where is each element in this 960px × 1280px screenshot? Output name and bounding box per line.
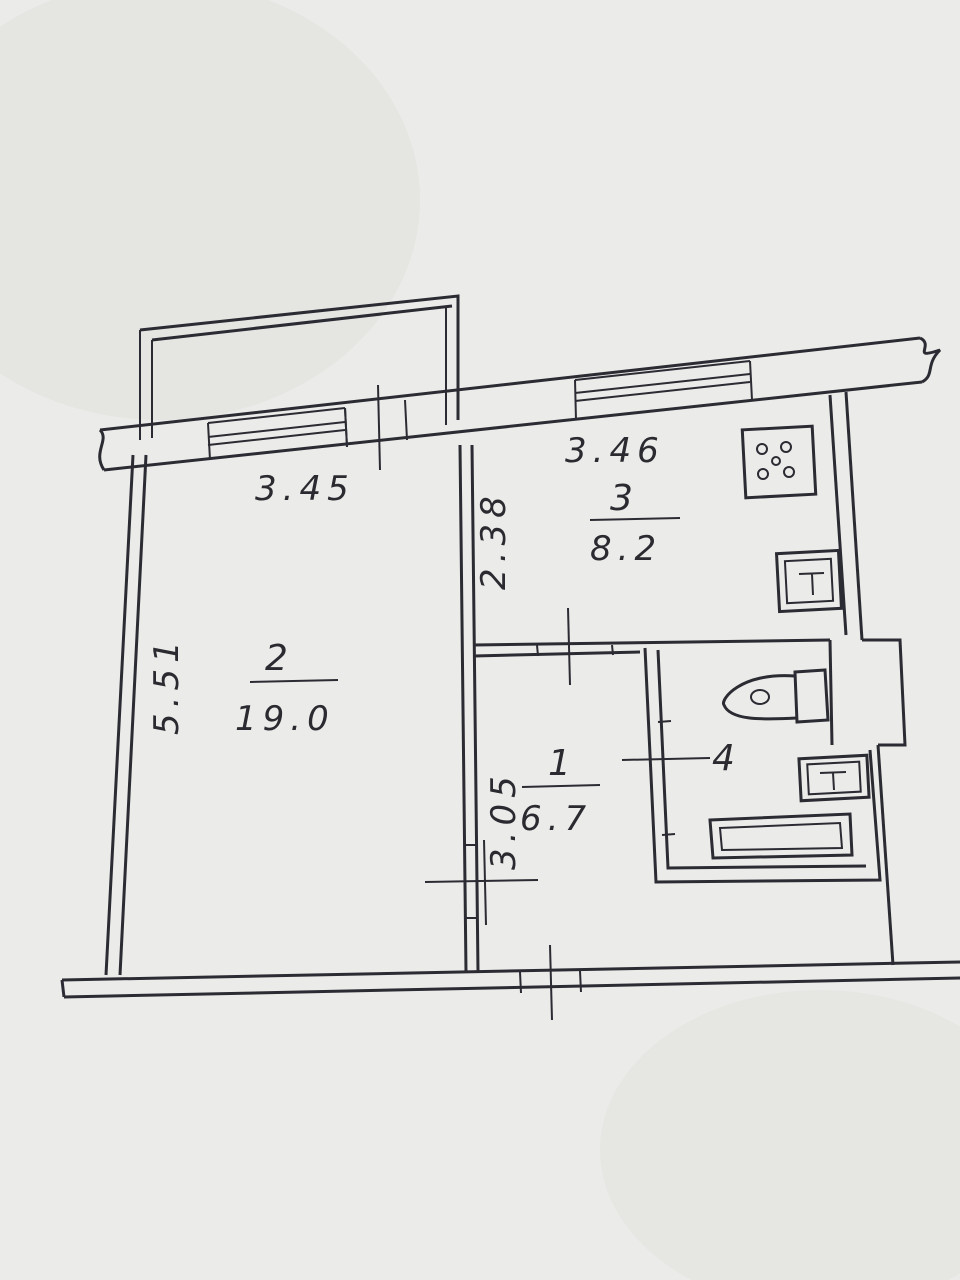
room-4-walls	[621, 639, 895, 966]
toilet-icon	[722, 668, 830, 724]
room-1-length-label: 3.05	[484, 770, 524, 870]
room-3-area: 8.2	[590, 529, 662, 569]
bottom-wall	[60, 944, 960, 1021]
facade-wall	[98, 336, 942, 472]
room-2-walls	[104, 444, 480, 976]
room-1-area: 6.7	[520, 799, 592, 839]
labels: 3.45 3.46 3 8.2 2.38 5.51 2 19.0 3.05 1 …	[147, 431, 741, 870]
balcony-door	[344, 384, 408, 471]
balcony	[139, 294, 460, 440]
room-3-width-label: 3.46	[565, 431, 665, 471]
stove-icon	[740, 424, 818, 500]
room-2-length-label: 5.51	[147, 635, 187, 735]
room-4-number: 4	[712, 738, 741, 779]
window-room-3	[574, 360, 753, 421]
bathtub-icon	[708, 812, 854, 860]
room-1-number: 1	[548, 743, 577, 784]
room-3-walls	[473, 391, 907, 747]
room-2-number: 2	[265, 638, 294, 679]
room-2-width-label: 3.45	[255, 469, 355, 509]
room-3-number: 3	[610, 478, 639, 519]
room-1-marks	[424, 839, 539, 926]
room-2-area: 19.0	[235, 699, 335, 739]
bathroom-sink-icon	[797, 753, 871, 803]
room-3-depth-label: 2.38	[474, 490, 514, 590]
kitchen-sink-icon	[774, 548, 844, 614]
